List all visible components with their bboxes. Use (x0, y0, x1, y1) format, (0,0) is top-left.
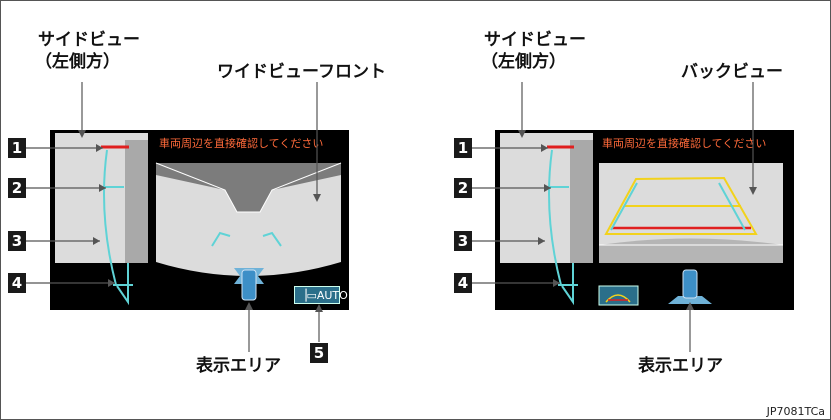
callout-4-right: 4 (454, 273, 472, 293)
left-vehicle-bumper (156, 163, 341, 212)
right-display-area-icon (668, 296, 712, 304)
left-vehicle-body (125, 140, 148, 263)
left-warning-text: 車両周辺を直接確認してください (159, 137, 324, 150)
right-side-view-label: サイドビュー (484, 30, 586, 50)
right-display-area-label: 表示エリア (638, 356, 723, 376)
left-main-view-label: ワイドビューフロント (217, 62, 386, 82)
callout-2-right: 2 (454, 178, 472, 198)
callout-4-left: 4 (8, 273, 26, 293)
figure-code: JP7081TCa (766, 405, 825, 418)
callout-5: 5 (310, 343, 328, 363)
callout-3-left: 3 (8, 231, 26, 251)
callout-1-right: 1 (454, 138, 472, 158)
left-side-view-sublabel: （左側方） (35, 52, 120, 72)
auto-mode-button[interactable]: ▕▭AUTO (294, 286, 348, 304)
callout-2-left: 2 (8, 178, 26, 198)
left-side-view-label: サイドビュー (38, 30, 140, 50)
callout-3-right: 3 (454, 231, 472, 251)
right-main-view-label: バックビュー (681, 62, 783, 82)
auto-button-label: AUTO (316, 289, 348, 302)
right-vehicle-body (570, 140, 593, 263)
left-wide-front-view-image (156, 163, 341, 276)
callout-1-left: 1 (8, 138, 26, 158)
camera-icon: ▕▭ (298, 289, 317, 302)
left-display-area-label: 表示エリア (196, 356, 281, 376)
right-warning-text: 車両周辺を直接確認してください (602, 137, 767, 150)
right-side-view-sublabel: （左側方） (481, 52, 566, 72)
